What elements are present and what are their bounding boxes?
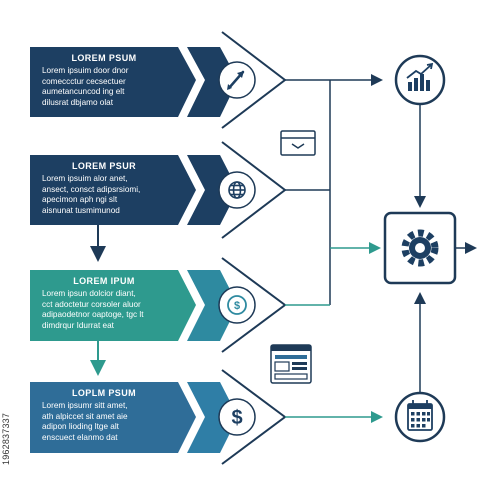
step-2-title: LOREM PSUR bbox=[71, 161, 136, 171]
step-4-banner bbox=[30, 382, 196, 453]
gear-icon bbox=[401, 229, 439, 267]
step-4-tab bbox=[187, 382, 238, 453]
step-2-banner bbox=[30, 155, 196, 225]
svg-text:$: $ bbox=[231, 407, 242, 429]
step-3-banner bbox=[30, 270, 196, 341]
step-2-line-2: ansect, consct adipsrsiomi, bbox=[42, 184, 141, 194]
step-2-line-3: apecimon aph ngi slt bbox=[42, 195, 118, 204]
browser-window-icon bbox=[270, 344, 312, 384]
step-3-line-3: adipaodetnor oaptoge, tgc lt bbox=[42, 310, 144, 319]
step-4-body: Lorem ipsumr sitt amet, ath alpiccet sit… bbox=[40, 401, 168, 443]
bar-chart-icon bbox=[406, 62, 434, 91]
connector-lines bbox=[285, 74, 477, 423]
calendar-icon bbox=[407, 400, 433, 431]
step-1-line-4: dilusrat dbjamo olat bbox=[42, 97, 113, 107]
step-1-tab bbox=[187, 47, 238, 117]
step-1-title: LOREM PSUM bbox=[71, 53, 137, 63]
step-2-tab bbox=[187, 155, 238, 225]
step-1-banner bbox=[30, 47, 196, 117]
step-3-title: LOREM IPUM bbox=[73, 276, 135, 286]
step-3-line-2: cct adoctetur corsoler aluor bbox=[42, 299, 141, 309]
step-1-text: LOREM PSUM Lorem ipsuim door dnor comecc… bbox=[40, 53, 168, 108]
chart-node bbox=[394, 54, 446, 106]
step-3-tab bbox=[187, 270, 238, 341]
step-1-body: Lorem ipsuim door dnor comeccctur cecsec… bbox=[40, 66, 168, 108]
step-4-icon-circle bbox=[218, 398, 256, 436]
step-4-text: LOPLM PSUM Lorem ipsumr sitt amet, ath a… bbox=[40, 388, 168, 443]
dollar-coin-icon: $ bbox=[227, 295, 247, 315]
folder-icon bbox=[280, 130, 316, 156]
step-1 bbox=[30, 31, 287, 129]
step-3-text: LOREM IPUM Lorem ipsun dolcior diant, cc… bbox=[40, 276, 168, 331]
step-4-line-4: enscuect elanmo dat bbox=[42, 432, 118, 442]
step-4: $ bbox=[30, 369, 287, 465]
step-3-line-4: dimdrqur Idurrat eat bbox=[42, 320, 114, 330]
dollar-sign-icon: $ bbox=[231, 407, 242, 429]
step-2 bbox=[30, 141, 287, 239]
step-3-body: Lorem ipsun dolcior diant, cct adoctetur… bbox=[40, 289, 168, 331]
step-2-line-1: Lorem ipsuim alor anet, bbox=[42, 174, 128, 183]
calendar-node bbox=[394, 391, 446, 443]
step-1-line-2: comeccctur cecsectuer bbox=[42, 76, 126, 86]
svg-text:$: $ bbox=[234, 300, 240, 312]
step-4-line-3: adipon lioding ltge alt bbox=[42, 422, 119, 431]
step-4-line-2: ath alpiccet sit amet aie bbox=[42, 411, 128, 421]
step-2-line-4: aisnunat tusmimunod bbox=[42, 205, 120, 215]
step-3: $ bbox=[30, 257, 287, 353]
step-3-icon-circle bbox=[218, 286, 256, 324]
center-node bbox=[383, 211, 457, 285]
rocket-icon bbox=[227, 70, 245, 90]
step-2-text: LOREM PSUR Lorem ipsuim alor anet, ansec… bbox=[40, 161, 168, 216]
step-4-line-1: Lorem ipsumr sitt amet, bbox=[42, 401, 128, 410]
watermark-id: 1962837337 bbox=[1, 412, 11, 466]
step-2-body: Lorem ipsuim alor anet, ansect, consct a… bbox=[40, 174, 168, 216]
step-1-line-3: aumetancuncod ing elt bbox=[42, 87, 125, 96]
step-4-title: LOPLM PSUM bbox=[72, 388, 136, 398]
globe-icon bbox=[228, 181, 246, 199]
step-3-line-1: Lorem ipsun dolcior diant, bbox=[42, 289, 136, 298]
step-1-line-1: Lorem ipsuim door dnor bbox=[42, 66, 129, 75]
